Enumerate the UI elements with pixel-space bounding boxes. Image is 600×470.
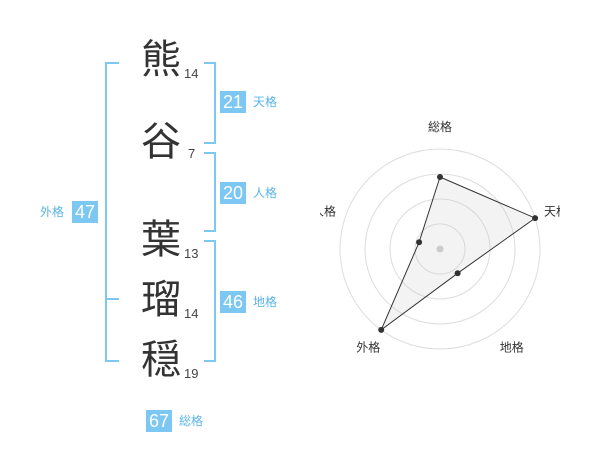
jinkaku-bracket	[204, 152, 216, 232]
radar-axis-label-3: 地格	[500, 340, 524, 355]
radar-area	[380, 176, 537, 332]
radar-ring-1	[414, 223, 466, 275]
stroke-count-1: 14	[184, 66, 199, 81]
radar-point-5	[416, 239, 423, 246]
radar-axis-label-2: 天格	[544, 203, 560, 218]
radar-center-dot	[436, 245, 444, 253]
name-char-1: 熊	[141, 37, 181, 83]
gaikaku-value-badge: 47	[72, 201, 98, 223]
radar-axis-label-4: 外格	[356, 340, 380, 355]
radar-axis-label-5: 人格	[320, 203, 336, 218]
name-char-4: 瑠	[141, 277, 181, 323]
name-char-2: 谷	[141, 119, 181, 165]
radar-point-2	[532, 215, 539, 222]
fortune-radar-chart: 総格天格地格 外格 人格	[320, 119, 560, 355]
radar-points	[378, 174, 539, 333]
radar-axis-label-1: 総格	[428, 119, 452, 134]
radar-ring-4	[339, 148, 541, 350]
gaikaku-label: 外格	[40, 205, 65, 219]
gaikaku-bracket-tick	[105, 298, 119, 300]
stroke-count-3: 13	[184, 246, 199, 261]
name-char-5: 穏	[141, 337, 181, 383]
stroke-count-4: 14	[184, 306, 199, 321]
chikaku-bracket	[204, 240, 216, 362]
radar-point-1	[437, 174, 443, 180]
soukaku-value-badge: 67	[146, 410, 172, 432]
gaikaku-bracket	[105, 62, 119, 362]
tenkaku-label: 天格	[253, 95, 278, 109]
stroke-count-5: 19	[184, 366, 199, 381]
radar-point-4	[378, 326, 385, 333]
soukaku-label: 総格	[179, 414, 204, 428]
tenkaku-bracket	[204, 62, 216, 144]
jinkaku-value-badge: 20	[220, 182, 246, 204]
tenkaku-value-badge: 21	[220, 91, 246, 113]
radar-rings	[339, 148, 541, 350]
name-char-3: 葉	[141, 217, 181, 263]
radar-labels: 総格天格地格 外格 人格	[320, 119, 560, 355]
stroke-count-2: 7	[188, 146, 196, 161]
radar-point-3	[454, 270, 461, 277]
chikaku-value-badge: 46	[220, 291, 246, 313]
chikaku-label: 地格	[253, 295, 278, 309]
radar-ring-2	[389, 198, 491, 300]
jinkaku-label: 人格	[253, 186, 278, 200]
